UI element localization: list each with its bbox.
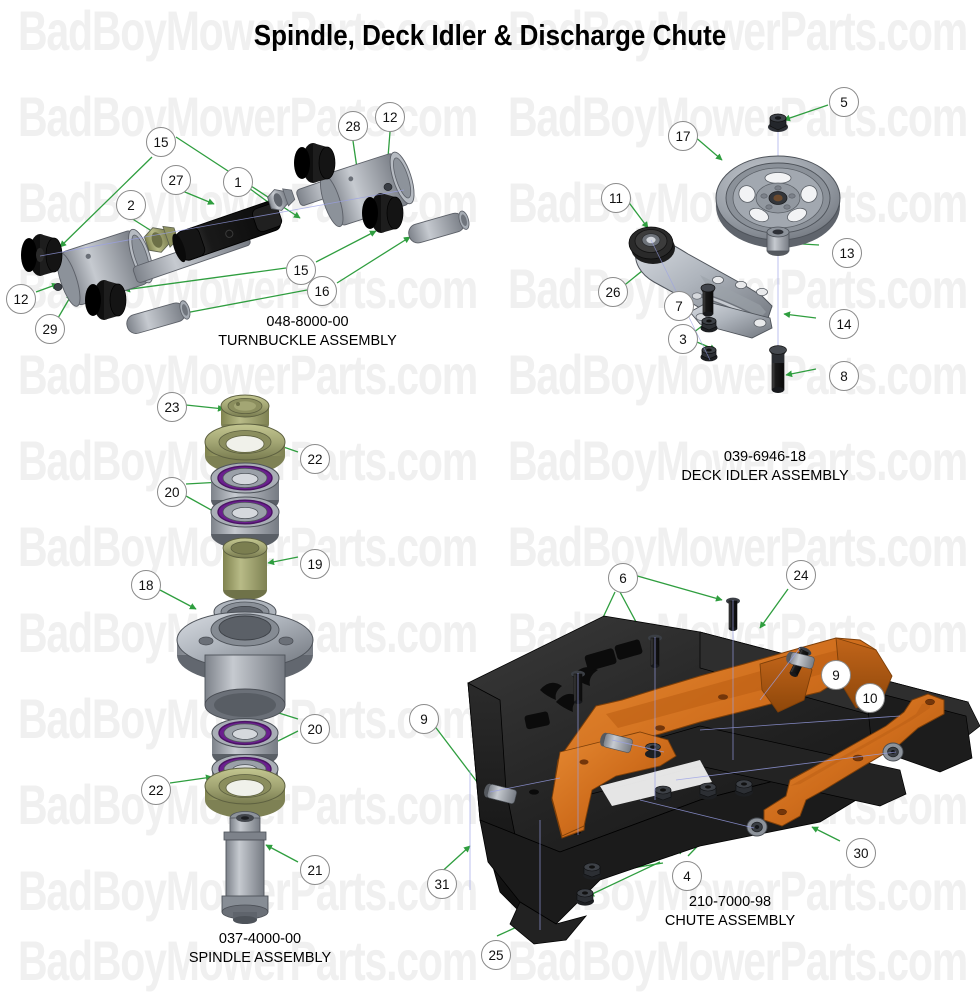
callout-bubble[interactable]: 24 [786, 560, 816, 590]
callout-bubble[interactable]: 5 [829, 87, 859, 117]
callout-number: 24 [793, 567, 809, 583]
callout-number: 12 [13, 291, 29, 307]
callout-bubble[interactable]: 26 [598, 277, 628, 307]
callout-bubble[interactable]: 9 [409, 704, 439, 734]
callout-bubble[interactable]: 20 [300, 714, 330, 744]
callout-number: 2 [127, 197, 135, 213]
callout-number: 28 [345, 118, 361, 134]
callout-bubble[interactable]: 28 [338, 111, 368, 141]
callout-number: 30 [853, 845, 869, 861]
callout-number: 6 [619, 570, 627, 586]
callout-number: 16 [314, 283, 330, 299]
callout-bubble[interactable]: 23 [157, 392, 187, 422]
spindle-assembly-art [176, 394, 314, 924]
callout-number: 29 [42, 321, 58, 337]
callout-bubble[interactable]: 10 [855, 683, 885, 713]
callout-bubble[interactable]: 25 [481, 940, 511, 970]
callout-bubble[interactable]: 21 [300, 855, 330, 885]
callout-number: 25 [488, 947, 504, 963]
callout-number: 7 [675, 298, 683, 314]
callout-number: 8 [840, 368, 848, 384]
callout-number: 11 [608, 190, 623, 206]
callout-bubble[interactable]: 27 [161, 165, 191, 195]
deck-idler-assembly-art [628, 113, 841, 393]
callout-bubble[interactable]: 12 [6, 284, 36, 314]
callout-number: 14 [836, 316, 852, 332]
callout-number: 22 [148, 782, 164, 798]
part-number: 210-7000-98 [688, 894, 772, 910]
callout-number: 31 [434, 876, 450, 892]
callout-number: 9 [832, 667, 840, 683]
part-number: 048-8000-00 [266, 314, 349, 330]
callout-bubble[interactable]: 14 [829, 309, 859, 339]
callout-number: 22 [307, 451, 323, 467]
callout-number: 9 [420, 711, 428, 727]
callout-bubble[interactable]: 15 [146, 127, 176, 157]
part-number: 037-4000-00 [218, 931, 302, 947]
callout-number: 12 [382, 109, 398, 125]
callout-bubble[interactable]: 22 [300, 444, 330, 474]
callout-bubble[interactable]: 22 [141, 775, 171, 805]
part-number: 039-6946-18 [723, 449, 807, 465]
callout-number: 27 [168, 172, 184, 188]
callout-bubble[interactable]: 17 [668, 121, 698, 151]
callout-bubble[interactable]: 1 [223, 167, 253, 197]
callout-bubble[interactable]: 30 [846, 838, 876, 868]
callout-bubble[interactable]: 9 [821, 660, 851, 690]
assembly-name: DECK IDLER ASSEMBLY [681, 468, 849, 484]
callout-bubble[interactable]: 8 [829, 361, 859, 391]
assembly-name: CHUTE ASSEMBLY [664, 913, 796, 929]
callout-number: 15 [153, 134, 169, 150]
callout-bubble[interactable]: 16 [307, 276, 337, 306]
callout-bubble[interactable]: 2 [116, 190, 146, 220]
callout-number: 13 [839, 245, 855, 261]
caption-chute: 210-7000-98 CHUTE ASSEMBLY [595, 893, 865, 931]
callout-number: 17 [675, 128, 691, 144]
leader-lines [35, 131, 411, 323]
callout-number: 23 [164, 399, 180, 415]
caption-turnbuckle: 048-8000-00 TURNBUCKLE ASSEMBLY [175, 313, 440, 351]
callout-number: 20 [307, 721, 323, 737]
callout-number: 26 [605, 284, 621, 300]
callout-bubble[interactable]: 20 [157, 477, 187, 507]
callout-number: 1 [234, 174, 242, 190]
callout-number: 4 [683, 868, 691, 884]
callout-number: 21 [307, 862, 323, 878]
callout-bubble[interactable]: 13 [832, 238, 862, 268]
callout-bubble[interactable]: 19 [300, 549, 330, 579]
callout-bubble[interactable]: 12 [375, 102, 405, 132]
callout-bubble[interactable]: 18 [131, 570, 161, 600]
callout-bubble[interactable]: 6 [608, 563, 638, 593]
assembly-name: SPINDLE ASSEMBLY [188, 950, 332, 966]
callout-number: 3 [679, 331, 687, 347]
caption-deck-idler: 039-6946-18 DECK IDLER ASSEMBLY [640, 448, 890, 486]
callout-bubble[interactable]: 4 [672, 861, 702, 891]
assembly-name: TURNBUCKLE ASSEMBLY [218, 333, 397, 349]
callout-number: 18 [138, 577, 154, 593]
callout-number: 15 [293, 262, 309, 278]
callout-bubble[interactable]: 31 [427, 869, 457, 899]
callout-number: 20 [164, 484, 180, 500]
callout-number: 5 [840, 94, 848, 110]
callout-bubble[interactable]: 7 [664, 291, 694, 321]
callout-bubble[interactable]: 3 [668, 324, 698, 354]
callout-number: 19 [307, 556, 323, 572]
caption-spindle: 037-4000-00 SPINDLE ASSEMBLY [125, 930, 395, 968]
callout-bubble[interactable]: 11 [601, 183, 631, 213]
page-title: Spindle, Deck Idler & Discharge Chute [253, 18, 727, 52]
callout-number: 10 [862, 690, 878, 706]
callout-bubble[interactable]: 29 [35, 314, 65, 344]
turnbuckle-assembly-art [21, 143, 470, 334]
